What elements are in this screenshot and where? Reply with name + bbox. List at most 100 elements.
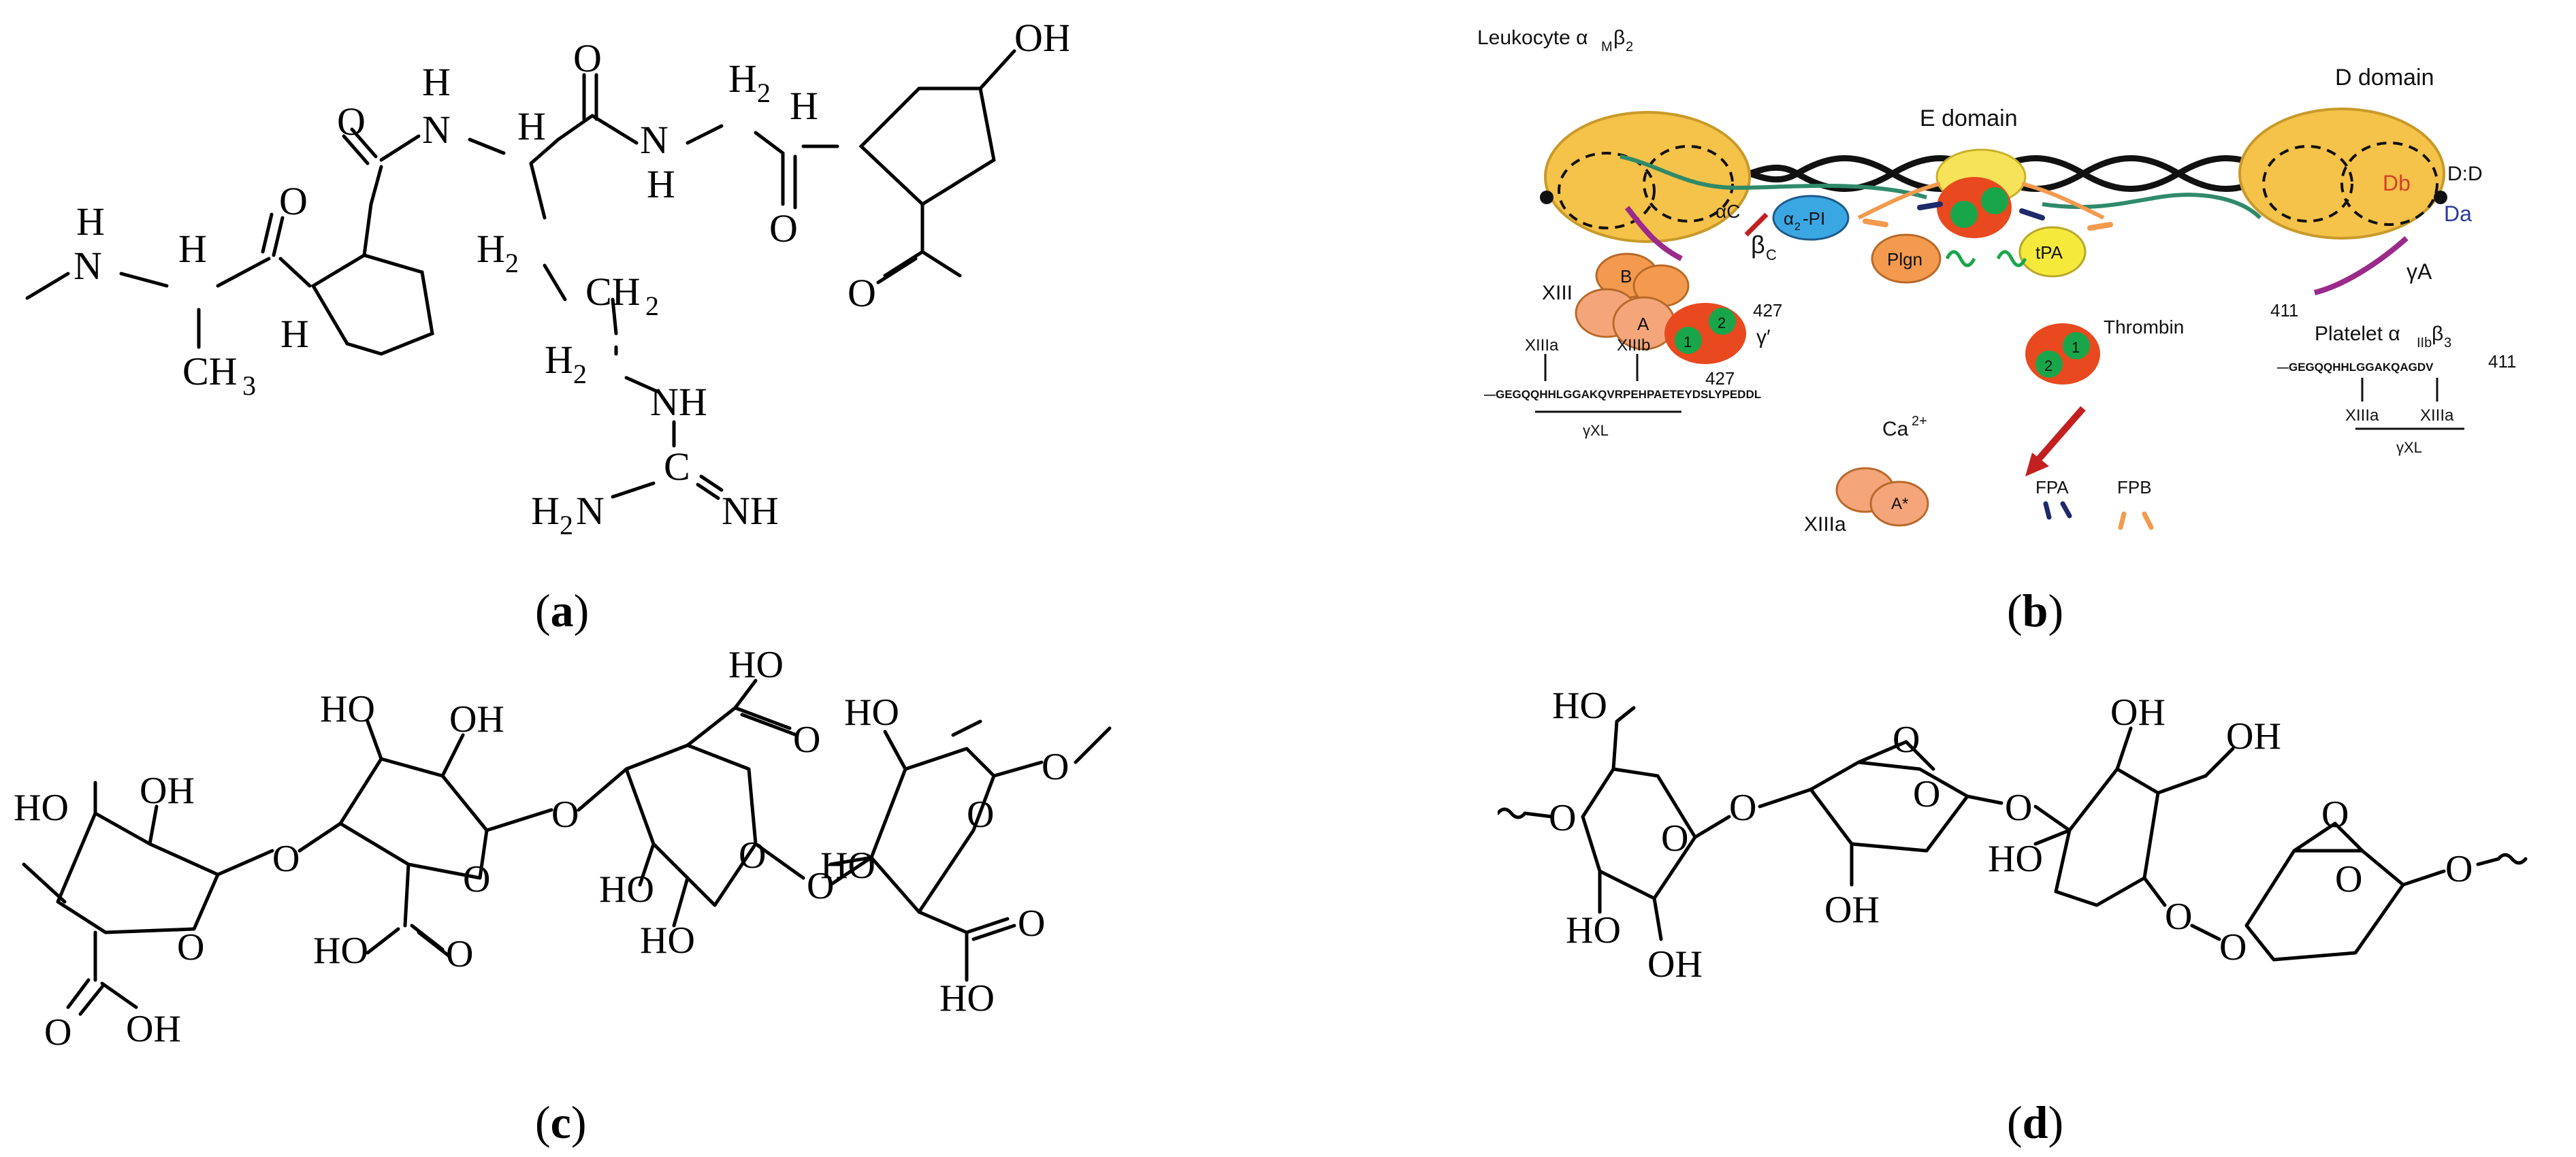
d-domain-right [2238, 108, 2447, 240]
svg-text:H: H [477, 227, 505, 271]
small-fragments [1863, 201, 2113, 231]
svg-text:H: H [728, 56, 757, 101]
svg-text:O: O [272, 838, 300, 880]
sequence-left: —GEGQQHHLGGAKQVRPEHPAETEYDSLYPEDDL [1484, 388, 1761, 401]
panel-a-structure: H N H CH 3 O H O H N H O N H H 2 CH 2 H … [25, 36, 839, 540]
svg-text:HO: HO [320, 688, 375, 730]
svg-text:H: H [517, 104, 546, 148]
svg-text:3: 3 [2444, 336, 2451, 351]
caption-d: (d) [2007, 1096, 2064, 1148]
svg-text:OH: OH [449, 698, 504, 740]
svg-text:β: β [2432, 323, 2443, 345]
svg-text:CH: CH [182, 349, 238, 393]
svg-text:O: O [1913, 773, 1940, 815]
svg-text:O: O [446, 933, 473, 975]
svg-text:Da: Da [2444, 201, 2472, 226]
svg-text:N: N [74, 244, 102, 288]
svg-text:O: O [793, 719, 820, 761]
svg-text:Db: Db [2383, 171, 2411, 195]
svg-text:HO: HO [1988, 838, 2043, 880]
svg-text:2: 2 [505, 248, 519, 278]
svg-text:1: 1 [1684, 333, 1692, 351]
svg-text:O: O [463, 858, 490, 900]
svg-text:XIIIa: XIIIa [1525, 336, 1559, 355]
svg-text:OH: OH [1647, 943, 1703, 985]
svg-text:HO: HO [1552, 685, 1607, 727]
svg-text:2: 2 [1626, 39, 1633, 54]
svg-text:β: β [1751, 231, 1765, 259]
caption-c: (c) [535, 1096, 587, 1148]
svg-text:HO: HO [640, 919, 695, 962]
panel-a-oh-label: OH [1014, 16, 1069, 60]
svg-text:Ca: Ca [1882, 418, 1909, 440]
panel-d-structure: O HO O O HO OH O O O OH OH OH HO O O O O… [1498, 685, 2528, 985]
svg-text:411: 411 [2270, 300, 2298, 321]
svg-text:FPA: FPA [2035, 477, 2069, 498]
e-domain-subunits [1937, 177, 2012, 238]
svg-text:H: H [531, 489, 560, 533]
panel-a-atom-labels: H N H CH 3 O H O H N H O N H H 2 CH 2 H … [74, 36, 818, 540]
svg-text:2: 2 [1794, 221, 1801, 233]
svg-text:γXL: γXL [1583, 422, 1609, 439]
svg-text:O: O [967, 794, 994, 836]
svg-text:2: 2 [645, 291, 659, 321]
svg-text:B: B [1620, 266, 1632, 287]
svg-text:H: H [647, 162, 675, 206]
svg-text:β: β [1613, 27, 1625, 49]
svg-text:O: O [1042, 746, 1069, 788]
svg-text:O: O [1893, 719, 1920, 761]
caption-a: (a) [535, 585, 590, 636]
svg-text:γ′: γ′ [1756, 326, 1771, 348]
svg-text:M: M [1601, 39, 1613, 54]
svg-text:H: H [76, 199, 105, 244]
svg-text:1: 1 [2072, 339, 2080, 356]
svg-text:αC: αC [1716, 201, 1740, 222]
thrombin [2025, 323, 2100, 385]
a2pi-oval [1772, 195, 1850, 241]
svg-text:XIIIa: XIIIa [2345, 406, 2379, 425]
svg-text:2: 2 [757, 78, 771, 108]
svg-text:H: H [422, 60, 451, 104]
svg-text:427: 427 [1705, 368, 1735, 389]
thrombin-arrow [2033, 406, 2086, 466]
svg-text:2: 2 [573, 359, 587, 389]
svg-text:NH: NH [650, 380, 707, 424]
svg-text:HO: HO [14, 787, 69, 829]
svg-text:3: 3 [242, 370, 256, 401]
svg-text:O: O [2321, 794, 2349, 836]
svg-text:O: O [44, 1011, 71, 1054]
svg-text:O: O [177, 926, 204, 968]
label-platelet: Platelet α [2315, 323, 2400, 345]
svg-text:HO: HO [728, 644, 784, 686]
sequence-right: —GEGQQHHLGGAKQAGDV [2277, 361, 2434, 374]
plgn-oval [1871, 233, 1942, 284]
svg-text:O: O [573, 36, 602, 80]
svg-text:O: O [551, 794, 579, 836]
svg-text:O: O [1549, 797, 1576, 839]
svg-text:-PI: -PI [1803, 208, 1825, 229]
d-domain-left [1540, 111, 1751, 243]
panel-a-ring2: OH O [848, 16, 1069, 315]
svg-text:OH: OH [126, 1008, 181, 1050]
tpa-oval [2018, 226, 2087, 278]
svg-text:427: 427 [1753, 300, 1782, 321]
svg-text:C: C [664, 444, 690, 489]
svg-text:O: O [2005, 787, 2032, 829]
svg-text:2: 2 [1718, 314, 1726, 331]
svg-text:γA: γA [2406, 259, 2432, 284]
svg-text:HO: HO [1566, 909, 1621, 951]
svg-text:411: 411 [2488, 351, 2516, 372]
factor-xiii-complex [1575, 252, 1746, 364]
svg-text:O: O [769, 206, 798, 250]
svg-text:N: N [640, 118, 669, 162]
svg-text:γXL: γXL [2396, 439, 2422, 456]
svg-text:CH: CH [585, 270, 641, 314]
svg-text:2: 2 [560, 510, 573, 540]
svg-text:A*: A* [1891, 495, 1908, 513]
svg-text:O: O [739, 834, 766, 877]
label-d-domain: D domain [2335, 65, 2434, 91]
svg-text:HO: HO [820, 845, 875, 887]
svg-text:H: H [790, 84, 818, 128]
svg-text:HO: HO [599, 868, 654, 911]
svg-text:O: O [2165, 896, 2192, 938]
